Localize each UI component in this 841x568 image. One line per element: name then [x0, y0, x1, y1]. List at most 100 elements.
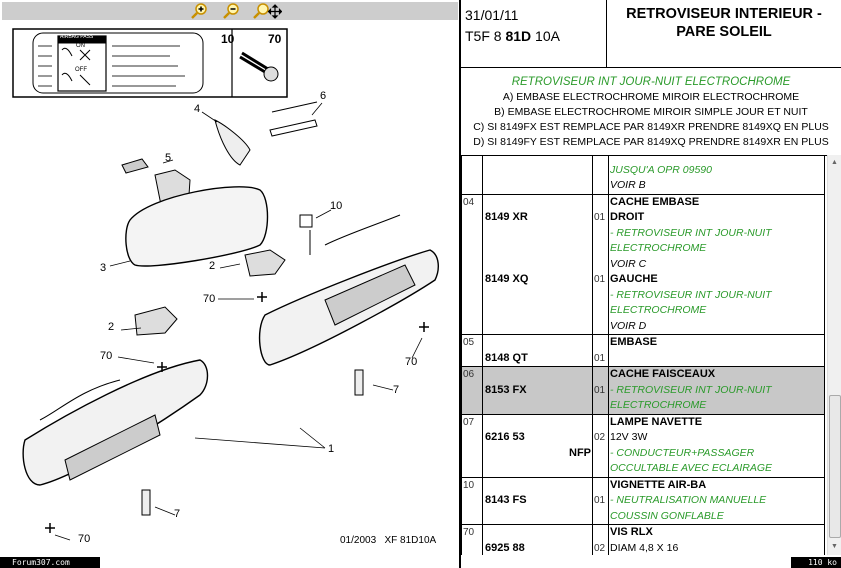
zoom-toolbar [2, 2, 458, 20]
desc-line: - NEUTRALISATION MANUELLE [610, 494, 767, 506]
item-number: 04 [461, 193, 483, 335]
scroll-up-icon[interactable]: ▲ [831, 159, 838, 166]
item-number: 70 [461, 524, 483, 555]
callout-label: 70 [405, 356, 418, 368]
table-scrollbar[interactable]: ▲ ▼ [827, 155, 841, 555]
desc-line: VIGNETTE AIR-BA [610, 478, 707, 491]
page-title: RETROVISEUR INTERIEUR - PARE SOLEIL [606, 0, 841, 68]
airbag-label-title: AIRBAG PASS [60, 34, 94, 40]
qty: 02 [594, 542, 606, 554]
table-row[interactable]: 07 6216 53 NFP 02 LAMPE NAVETTE 12V 3W - CO… [461, 413, 825, 478]
callout-label: 70 [203, 293, 216, 305]
part-ref: 6925 88 [485, 541, 525, 554]
note-line: D) SI 8149FY EST REMPLACE PAR 8149XQ PRE… [473, 136, 829, 148]
item-number: 06 [461, 366, 483, 415]
header-info: 31/01/11 T5F 8 81D 10A [465, 5, 560, 47]
code-prefix: T5F 8 [465, 28, 506, 44]
desc-line: EMBASE [610, 336, 658, 348]
qty: 01 [594, 274, 606, 285]
parts-diagram [12, 28, 439, 541]
airbag-label-on: ON [76, 43, 85, 49]
callout-label: 70 [78, 533, 91, 545]
part-ref: 8148 QT [485, 351, 528, 364]
table-row[interactable]: 10 8143 FS 01 VIGNETTE AIR-BA - NEUTRALIS… [461, 476, 825, 525]
airbag-label-off: OFF [75, 67, 87, 73]
parts-panel: 31/01/11 T5F 8 81D 10A RETROVISEUR INTER… [459, 0, 841, 568]
qty: 01 [594, 495, 606, 506]
desc-line: - RETROVISEUR INT JOUR-NUIT [610, 226, 772, 239]
part-ref: 6216 53 [485, 431, 525, 443]
header-code: T5F 8 81D 10A [465, 26, 560, 47]
notes: RETROVISEUR INT JOUR-NUIT ELECTROCHROME … [461, 69, 841, 155]
qty: 01 [594, 384, 606, 396]
desc-line: LAMPE NAVETTE [610, 415, 703, 428]
table-row[interactable]: 05 8148 QT 01 EMBASE [461, 334, 825, 367]
desc-line: VOIR B [610, 179, 646, 191]
callout-label: 2 [209, 260, 216, 272]
desc-line: - CONDUCTEUR+PASSAGER [610, 446, 755, 459]
desc-line: ELECTROCHROME [610, 304, 707, 316]
callout-label: 70 [100, 350, 113, 362]
scroll-down-icon[interactable]: ▼ [831, 543, 838, 550]
callout-label: 70 [268, 32, 282, 46]
code-suffix: 10A [531, 28, 560, 44]
zoom-out-icon[interactable] [222, 3, 240, 19]
desc-line: - RETROVISEUR INT JOUR-NUIT [610, 288, 772, 301]
table-row[interactable]: 70 6925 88 02 VIS RLX DIAM 4,8 X 16 [461, 524, 825, 555]
qty: 02 [594, 432, 606, 443]
desc-line: DIAM 4,8 X 16 [610, 541, 679, 554]
callout-label: 10 [221, 32, 235, 46]
callout-label: 7 [174, 508, 181, 520]
callout-label: 2 [108, 321, 115, 333]
notes-title: RETROVISEUR INT JOUR-NUIT ELECTROCHROME [511, 76, 791, 88]
drawing-code: 01/2003 XF 81D10A [340, 535, 437, 546]
desc-line: ELECTROCHROME [610, 399, 707, 411]
note-line: B) EMBASE ELECTROCHROME MIROIR SIMPLE JO… [494, 106, 808, 118]
zoom-in-icon[interactable] [190, 3, 208, 19]
desc-line: VIS RLX [610, 526, 653, 538]
code-bold: 81D [505, 28, 532, 44]
qty: 01 [594, 212, 606, 223]
callout-label: 1 [328, 443, 335, 455]
desc-line: DROIT [610, 211, 645, 223]
callout-label: 7 [393, 384, 400, 396]
header-date: 31/01/11 [465, 7, 519, 23]
desc-line: OCCULTABLE AVEC ECLAIRAGE [610, 462, 773, 474]
item-number: 05 [461, 334, 483, 367]
header: 31/01/11 T5F 8 81D 10A RETROVISEUR INTER… [461, 0, 841, 68]
page-size: 110 ko [791, 557, 841, 568]
desc-line [610, 156, 823, 163]
callout-label: 10 [330, 200, 343, 212]
nfp-tag: NFP [569, 446, 591, 459]
part-ref: 8149 XQ [485, 273, 529, 285]
desc-line: ELECTROCHROME [610, 242, 707, 254]
item-number: 07 [461, 413, 483, 478]
scrollbar-thumb[interactable] [829, 395, 841, 538]
desc-line: VOIR C [610, 257, 647, 270]
desc-line: 12V 3W [610, 431, 648, 443]
diagram-panel: 10 70 6 4 5 10 3 2 70 2 70 70 7 1 7 70 A… [0, 0, 459, 568]
desc-line: VOIR D [610, 319, 647, 332]
part-ref: 8153 FX [485, 383, 527, 396]
part-ref: 8149 XR [485, 211, 528, 223]
table-row-selected[interactable]: 06 8153 FX 01 CACHE FAISCEAUX - RETROVISE… [461, 366, 825, 415]
desc-line: CACHE FAISCEAUX [610, 368, 716, 380]
desc-line: - RETROVISEUR INT JOUR-NUIT [610, 383, 772, 396]
qty: 01 [594, 352, 606, 364]
desc-line: JUSQU'A OPR 09590 [610, 163, 712, 176]
note-line: C) SI 8149FX EST REMPLACE PAR 8149XR PRE… [473, 121, 829, 133]
callout-label: 3 [100, 262, 107, 274]
part-ref: 8143 FS [485, 494, 527, 506]
desc-line: GAUCHE [610, 273, 658, 285]
desc-line: COUSSIN GONFLABLE [610, 509, 724, 522]
callout-label: 4 [194, 103, 201, 115]
desc-line: CACHE EMBASE [610, 195, 700, 208]
site-watermark: Forum307.com [0, 557, 100, 568]
note-line: A) EMBASE ELECTROCHROME MIROIR ELECTROCH… [502, 91, 800, 103]
item-number: 10 [461, 476, 483, 525]
table-row[interactable]: 04 8149 XR 8149 XQ 01 01 CACHE EMBASE DRO… [461, 193, 825, 335]
zoom-pan-icon[interactable] [252, 3, 283, 19]
callout-label: 5 [165, 152, 172, 164]
